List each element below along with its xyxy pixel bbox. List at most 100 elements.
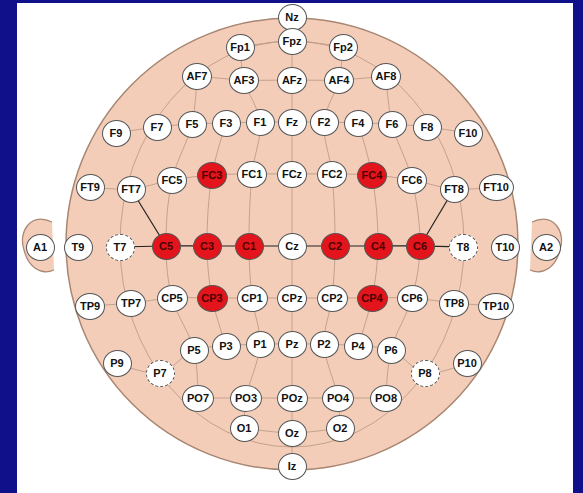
optional-electrode: P7 [146, 360, 175, 387]
electrode-label: F2 [318, 117, 331, 128]
electrode: F3 [212, 110, 241, 137]
optional-electrode: P8 [411, 360, 440, 387]
electrode-label: F8 [421, 122, 434, 133]
active-electrode: C4 [364, 233, 393, 260]
electrode-label: P10 [457, 358, 477, 369]
electrode-label: T10 [496, 242, 515, 253]
electrode-label: CP1 [241, 293, 262, 304]
electrode-label: O2 [333, 423, 348, 434]
electrode: CP5 [157, 285, 188, 312]
electrode: F9 [102, 120, 131, 147]
electrode: CPz [277, 285, 307, 312]
electrode-label: F3 [220, 118, 233, 129]
electrode: F8 [413, 114, 442, 141]
electrode-label: P1 [253, 339, 266, 350]
electrode-label: TP10 [483, 301, 509, 312]
electrode: Fpz [278, 28, 307, 55]
electrode: T9 [64, 234, 93, 261]
electrode: TP10 [478, 293, 514, 320]
electrode: O1 [230, 415, 259, 442]
electrode-label: AF7 [187, 71, 208, 82]
electrode: P6 [377, 337, 406, 364]
left-ear [22, 219, 54, 271]
electrode-label: F10 [459, 128, 478, 139]
electrode: Fp2 [329, 34, 358, 61]
electrode-label: F9 [110, 128, 123, 139]
electrode: CP2 [317, 285, 348, 312]
electrode-label: FT8 [444, 184, 464, 195]
electrode-label: C3 [200, 241, 214, 252]
electrode-label: Fp1 [230, 42, 250, 53]
electrode-label: F1 [254, 117, 267, 128]
electrode: P2 [310, 331, 339, 358]
electrode-label: FCz [282, 169, 302, 180]
electrode: Cz [278, 233, 307, 260]
electrode: TP9 [75, 293, 105, 320]
electrode: A1 [26, 234, 55, 261]
electrode-label: AF3 [234, 75, 255, 86]
electrode-label: POz [281, 393, 302, 404]
optional-electrode: T7 [106, 234, 135, 261]
electrode: FC2 [317, 161, 347, 188]
electrode: FT7 [117, 176, 146, 203]
electrode: FT10 [479, 174, 514, 201]
electrode: AFz [277, 67, 307, 94]
electrode-label: P2 [317, 339, 330, 350]
electrode-label: FT9 [80, 182, 100, 193]
electrode-label: F5 [186, 119, 199, 130]
electrode: Pz [278, 331, 307, 358]
electrode: AF4 [324, 67, 354, 94]
active-electrode: FC4 [357, 162, 387, 189]
head-outline [66, 18, 518, 470]
electrode-label: FT7 [121, 184, 141, 195]
electrode-label: P7 [153, 368, 166, 379]
electrode-label: Iz [288, 461, 297, 472]
electrode-label: FT10 [483, 182, 509, 193]
electrode: Fz [278, 109, 307, 136]
electrode-label: Fpz [283, 36, 302, 47]
electrode: T10 [491, 234, 520, 261]
electrode-label: T8 [457, 242, 470, 253]
electrode-label: CP2 [321, 293, 342, 304]
active-electrode: C3 [193, 233, 222, 260]
electrode: FC1 [237, 161, 267, 188]
grid-lines [90, 17, 496, 466]
electrode-label: FC2 [322, 169, 343, 180]
electrode: PO7 [182, 385, 214, 412]
electrode: Oz [278, 420, 307, 447]
electrode: O2 [326, 415, 355, 442]
active-electrode: C6 [406, 233, 435, 260]
electrode: F7 [143, 114, 172, 141]
electrode: P10 [453, 350, 482, 377]
electrode-label: P8 [418, 368, 431, 379]
electrode: P4 [344, 333, 373, 360]
active-electrode: C5 [152, 233, 181, 260]
electrode: PO4 [322, 385, 354, 412]
electrode: F2 [310, 109, 339, 136]
electrode-label: FC3 [202, 170, 223, 181]
electrode: FCz [277, 161, 307, 188]
optional-electrode: T8 [449, 234, 478, 261]
electrode-label: C6 [413, 241, 427, 252]
electrode: F4 [344, 110, 373, 137]
electrode-label: CP6 [401, 293, 422, 304]
electrode-label: TP7 [121, 298, 141, 309]
electrode-label: PO4 [327, 393, 349, 404]
electrode-label: AF4 [329, 75, 350, 86]
electrode: PO8 [370, 385, 402, 412]
electrode: Nz [278, 4, 307, 31]
electrode: Fp1 [226, 34, 255, 61]
electrode-label: Nz [285, 12, 298, 23]
electrode-label: CP5 [161, 293, 182, 304]
electrode-label: PO3 [235, 393, 257, 404]
electrode-label: F7 [151, 122, 164, 133]
electrode: CP6 [397, 285, 428, 312]
active-electrode: C2 [321, 233, 350, 260]
electrode: A2 [532, 234, 561, 261]
electrode: FC5 [157, 167, 187, 194]
electrode-label: C2 [328, 241, 342, 252]
electrode-label: P9 [110, 358, 123, 369]
electrode-label: C4 [371, 241, 385, 252]
electrode-label: CPz [282, 293, 303, 304]
